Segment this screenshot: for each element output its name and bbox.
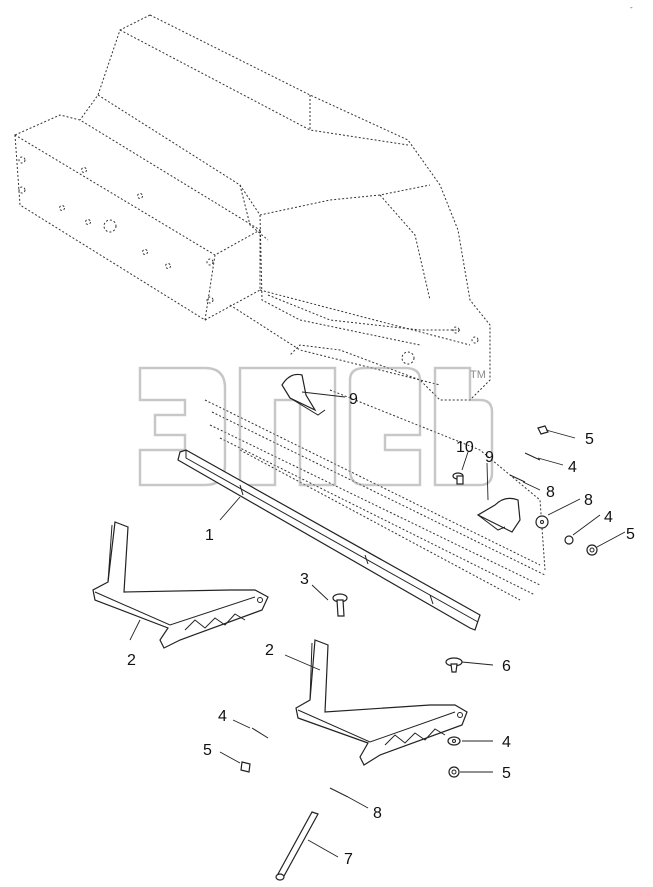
part-7-rod [275,811,319,881]
callout-8-lower: 8 [373,805,382,822]
part-1-long-bar [177,449,481,631]
callout-5-right: 5 [626,526,635,543]
callout-10: 10 [456,439,474,456]
part-8-pin-upper [509,474,526,483]
part-2-bracket-left [92,521,269,649]
callout-1: 1 [205,527,214,544]
callout-6: 6 [502,658,511,675]
callout-9-upper: 9 [349,391,358,408]
part-4-washer-lower [447,736,461,746]
part-5-nut-lower [448,766,460,778]
part-5-nut-top [537,425,549,435]
part-4-washer-right [564,535,574,545]
callout-7: 7 [344,851,353,868]
part-4-pin-top [524,452,541,461]
callout-4-right: 4 [604,509,613,526]
part-5-nut-right [586,544,598,556]
part-9-clip-upper [281,373,326,416]
callout-3: 3 [300,571,309,588]
callout-2-right: 2 [265,642,274,659]
callout-2-left: 2 [127,652,136,669]
callout-9-lower: 9 [485,449,494,466]
part-5-nut-left [240,761,251,773]
callout-labels: 1 2 2 3 4 4 4 4 5 5 5 5 6 7 8 8 8 9 9 10 [127,391,635,868]
callout-5-left: 5 [203,742,212,759]
callout-8-upper: 8 [546,484,555,501]
part-6-fastener [445,657,463,673]
callout-5-lower: 5 [502,765,511,782]
leader-lines [129,391,626,858]
corner-mark: - [630,3,633,12]
callout-4-left: 4 [218,708,227,725]
part-2-bracket-right [295,639,468,766]
part-3-carriage-bolt [332,593,348,617]
part-8-pin-lower [329,787,349,798]
part-9-clip-lower [476,497,521,533]
callout-5-top: 5 [585,431,594,448]
callout-4-lower: 4 [502,734,511,751]
part-4-pin-left [251,727,269,739]
machine-frame [13,14,546,601]
callout-8-right: 8 [584,492,593,509]
part-8-washer [535,515,549,529]
watermark-tm: TM [470,369,486,381]
part-10-bolt [452,472,464,485]
callout-4-top: 4 [568,459,577,476]
